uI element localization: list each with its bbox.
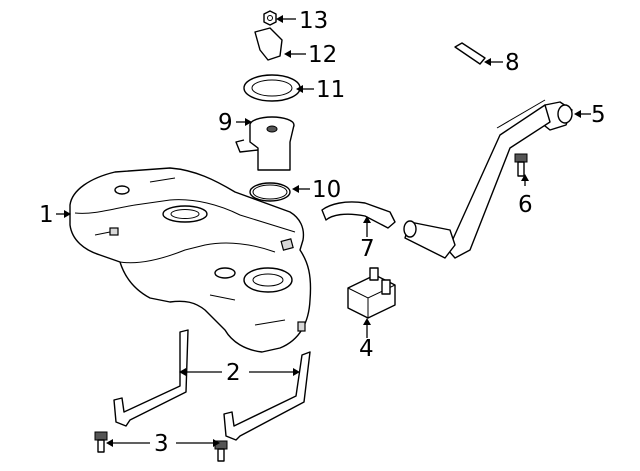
seal-ring [249,182,291,202]
callout-9: 9 [218,110,233,136]
leader-lines [56,15,591,447]
fuel-pump-module [235,116,295,171]
callout-6: 6 [518,192,533,218]
callout-8: 8 [505,50,520,76]
strap-bolts [94,431,228,462]
tank-straps [113,329,311,441]
callout-4: 4 [359,336,374,362]
callout-12: 12 [308,42,337,68]
callout-labels: 1 2 3 4 5 6 7 8 9 10 11 12 13 [39,8,606,457]
fuel-tank [69,167,312,353]
callout-5: 5 [591,102,606,128]
callout-3: 3 [154,431,169,457]
callout-11: 11 [316,77,345,103]
callout-10: 10 [312,177,341,203]
filler-pipe [403,99,573,259]
lock-ring [243,74,301,102]
vapor-hose [321,201,396,229]
nut [263,10,277,26]
filler-hose [454,42,486,65]
callout-1: 1 [39,202,54,228]
filler-bolt [514,153,528,177]
vapor-valve [347,267,396,319]
callout-2: 2 [226,360,241,386]
callout-13: 13 [299,8,328,34]
pump-cover [254,27,283,61]
callout-7: 7 [360,236,375,262]
